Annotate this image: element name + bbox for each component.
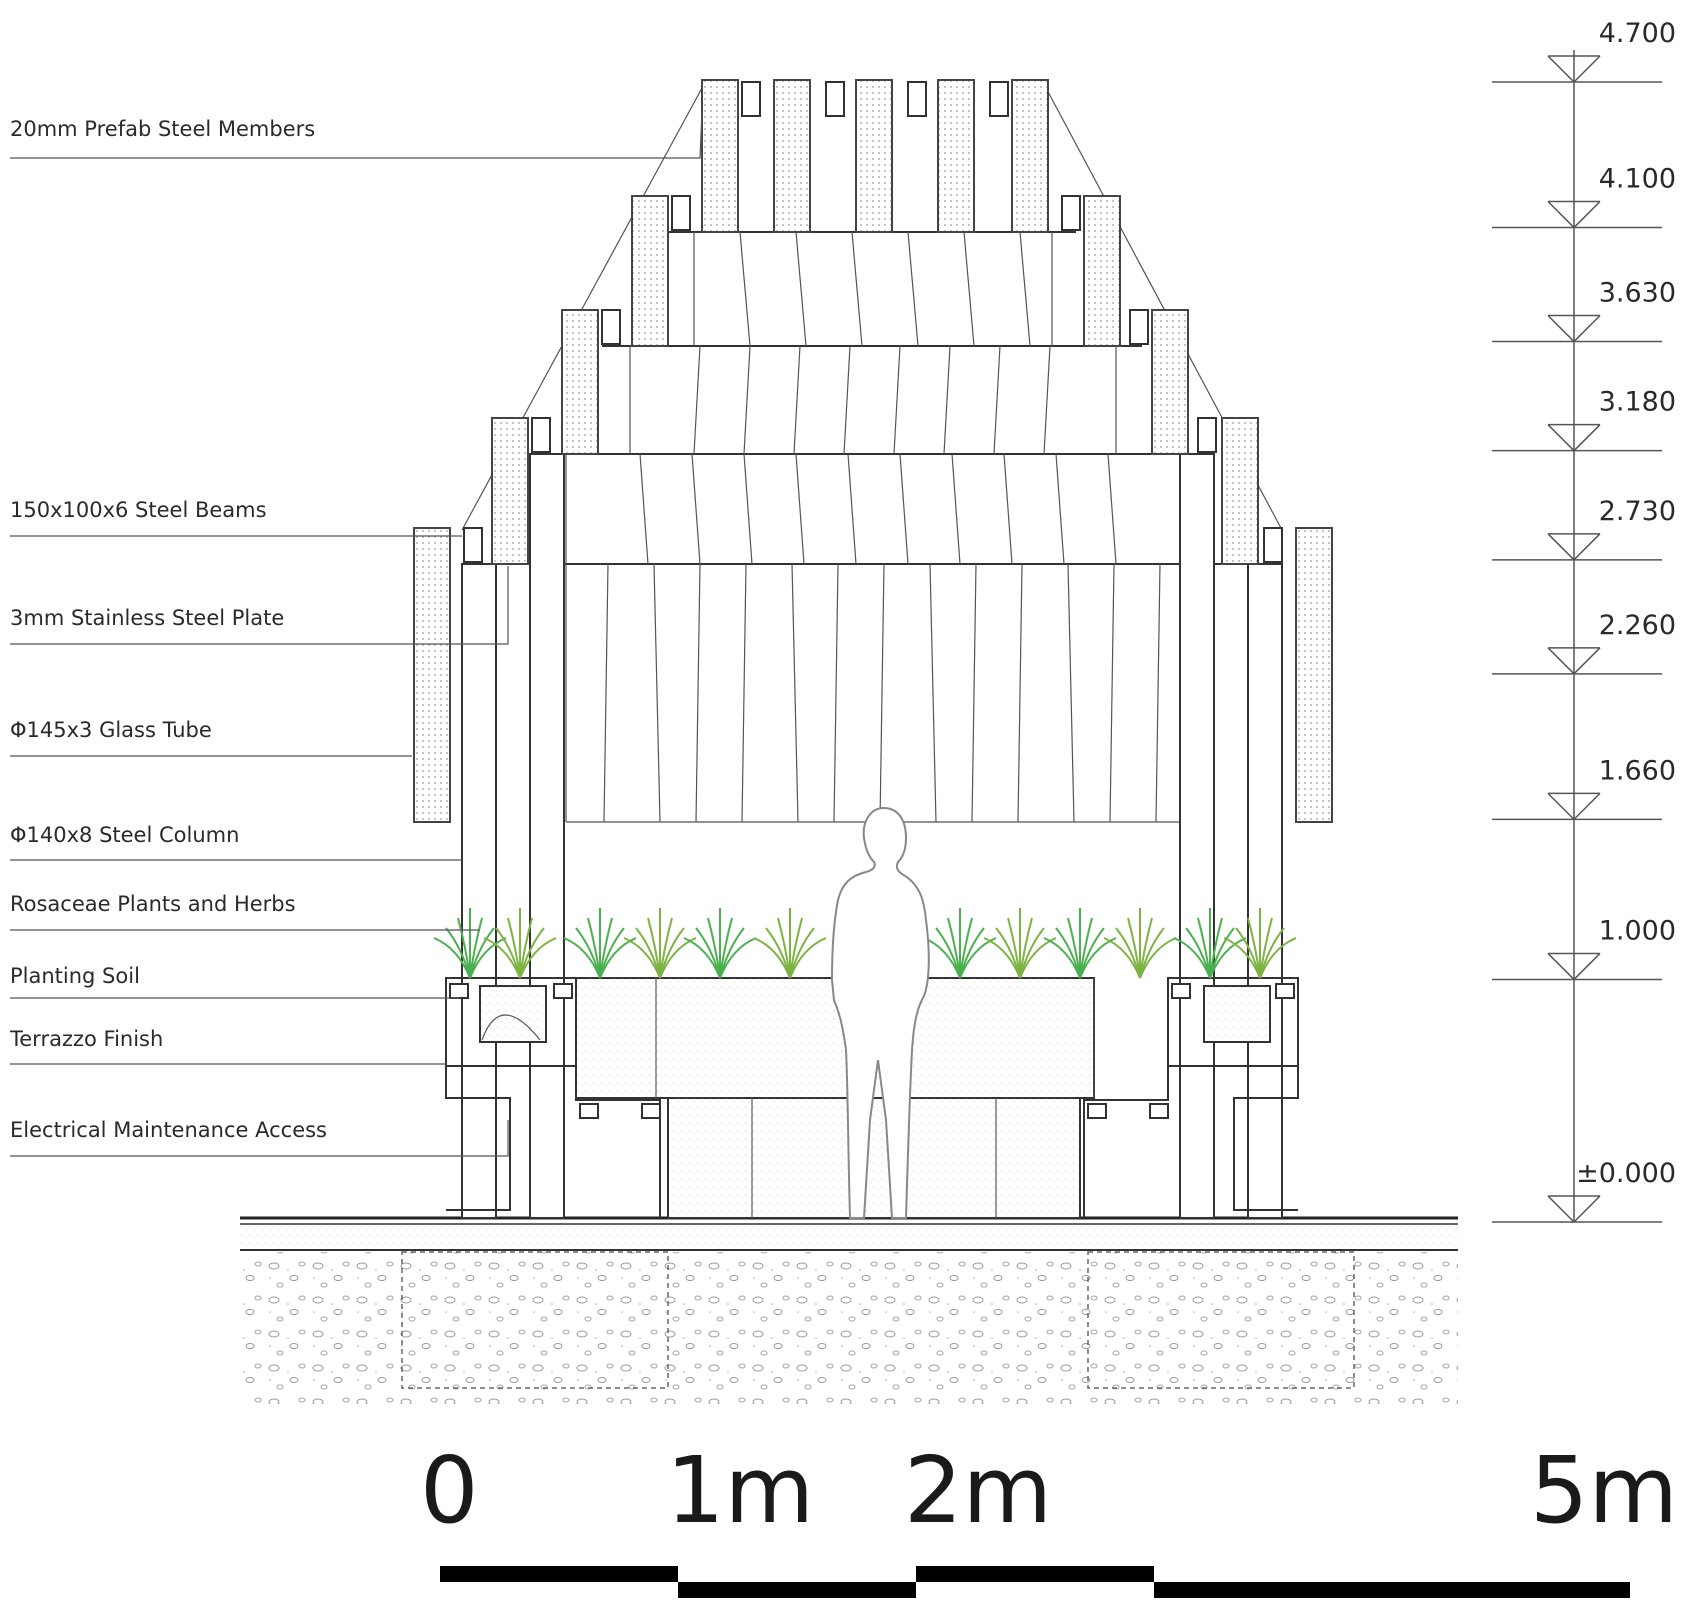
level-marker: 1.000 — [1492, 915, 1676, 981]
level-label: 2.260 — [1599, 610, 1676, 641]
scale-label: 5m — [1530, 1437, 1678, 1544]
plant-clump — [563, 908, 637, 979]
steel-member — [671, 195, 691, 231]
glass-tube — [773, 79, 811, 233]
level-marker: 3.630 — [1492, 278, 1676, 343]
planters — [445, 977, 1299, 1219]
annotation-stainless-plate: 3mm Stainless Steel Plate — [10, 606, 284, 630]
glass-tube — [937, 79, 975, 233]
glass-tubes — [413, 79, 1333, 823]
level-label: ±0.000 — [1576, 1158, 1676, 1189]
steel-member — [531, 417, 551, 453]
gravel-foundation — [240, 1252, 1458, 1404]
level-label: 1.000 — [1599, 915, 1676, 946]
plant-clump — [1103, 908, 1177, 979]
plant-clump — [983, 908, 1057, 979]
steel-member — [989, 81, 1009, 117]
plant-clump — [683, 908, 757, 979]
level-label: 4.700 — [1599, 18, 1676, 49]
scale-segment — [440, 1566, 678, 1582]
annotation-plants: Rosaceae Plants and Herbs — [10, 892, 296, 916]
level-marker: 2.730 — [1492, 496, 1676, 561]
glass-tube — [561, 309, 599, 455]
plant-clump — [1173, 907, 1247, 979]
annotation-labels: 20mm Prefab Steel Members 150x100x6 Steel… — [9, 117, 327, 1142]
steel-member — [907, 81, 927, 117]
scale-label: 0 — [420, 1437, 479, 1544]
glass-tube — [701, 79, 739, 233]
rosaceae-plants — [433, 907, 1297, 979]
steel-member — [463, 527, 483, 563]
plant-clump — [1223, 908, 1297, 979]
annotation-terrazzo: Terrazzo Finish — [9, 1027, 163, 1051]
scale-segment — [678, 1582, 916, 1598]
level-marker: 3.180 — [1492, 387, 1676, 452]
plant-clump — [483, 908, 557, 979]
footing-left — [401, 1251, 669, 1389]
level-marker: ±0.000 — [1492, 1158, 1676, 1224]
level-label: 3.180 — [1599, 387, 1676, 418]
annotation-soil: Planting Soil — [10, 964, 140, 988]
steel-member — [1129, 309, 1149, 345]
level-marker: 2.260 — [1492, 610, 1676, 675]
level-marker: 1.660 — [1492, 755, 1676, 821]
steel-columns — [461, 453, 1283, 1219]
glass-tube — [1221, 417, 1259, 565]
central-base — [667, 1097, 1081, 1219]
person-silhouette — [830, 806, 930, 1219]
scale-label: 1m — [666, 1437, 814, 1544]
plant-clump — [433, 908, 507, 979]
pavilion-structure — [413, 79, 1333, 1219]
level-label: 3.630 — [1599, 278, 1676, 309]
planting-soil-left — [479, 985, 547, 1043]
level-label: 2.730 — [1599, 496, 1676, 527]
steel-member — [741, 81, 761, 117]
steel-member — [825, 81, 845, 117]
steel-member — [1197, 417, 1217, 453]
scale-label: 2m — [904, 1437, 1052, 1544]
planting-soil-right — [1203, 985, 1271, 1043]
plant-clump — [1043, 908, 1117, 979]
glass-tube — [1295, 527, 1333, 823]
scale-bar: 0 1m 2m 5m — [420, 1437, 1678, 1598]
annotation-steel-column: Φ140x8 Steel Column — [10, 823, 239, 847]
annotation-prefab-steel: 20mm Prefab Steel Members — [10, 117, 315, 141]
scale-segment — [1154, 1582, 1630, 1598]
plant-clump — [623, 908, 697, 979]
annotation-electrical: Electrical Maintenance Access — [10, 1118, 327, 1142]
scale-segment — [916, 1566, 1154, 1582]
level-marker: 4.700 — [1492, 18, 1676, 84]
glass-tube — [1083, 195, 1121, 347]
plant-clump — [923, 908, 997, 979]
stainless-panel-divisions — [603, 231, 1161, 823]
glass-tube — [413, 527, 451, 823]
level-label: 4.100 — [1599, 164, 1676, 195]
glass-tube — [855, 79, 893, 233]
level-marker: 4.100 — [1492, 164, 1676, 229]
annotation-leaders — [10, 111, 703, 1157]
steel-member — [1061, 195, 1081, 231]
footing-right — [1087, 1251, 1355, 1389]
ground-finish-layer — [240, 1226, 1458, 1248]
glass-tube — [631, 195, 669, 347]
glass-tube — [491, 417, 529, 565]
annotation-glass-tube: Φ145x3 Glass Tube — [10, 718, 212, 742]
steel-member — [601, 309, 621, 345]
level-markers: 4.700 4.100 3.630 3.180 2.730 2.260 1.660 1.000… — [1492, 18, 1676, 1224]
plant-clump — [753, 908, 827, 979]
glass-tube — [1151, 309, 1189, 455]
glass-tube — [1011, 79, 1049, 233]
annotation-steel-beams: 150x100x6 Steel Beams — [10, 498, 267, 522]
ground — [240, 1216, 1458, 1404]
steel-member — [1263, 527, 1283, 563]
level-label: 1.660 — [1599, 755, 1676, 786]
